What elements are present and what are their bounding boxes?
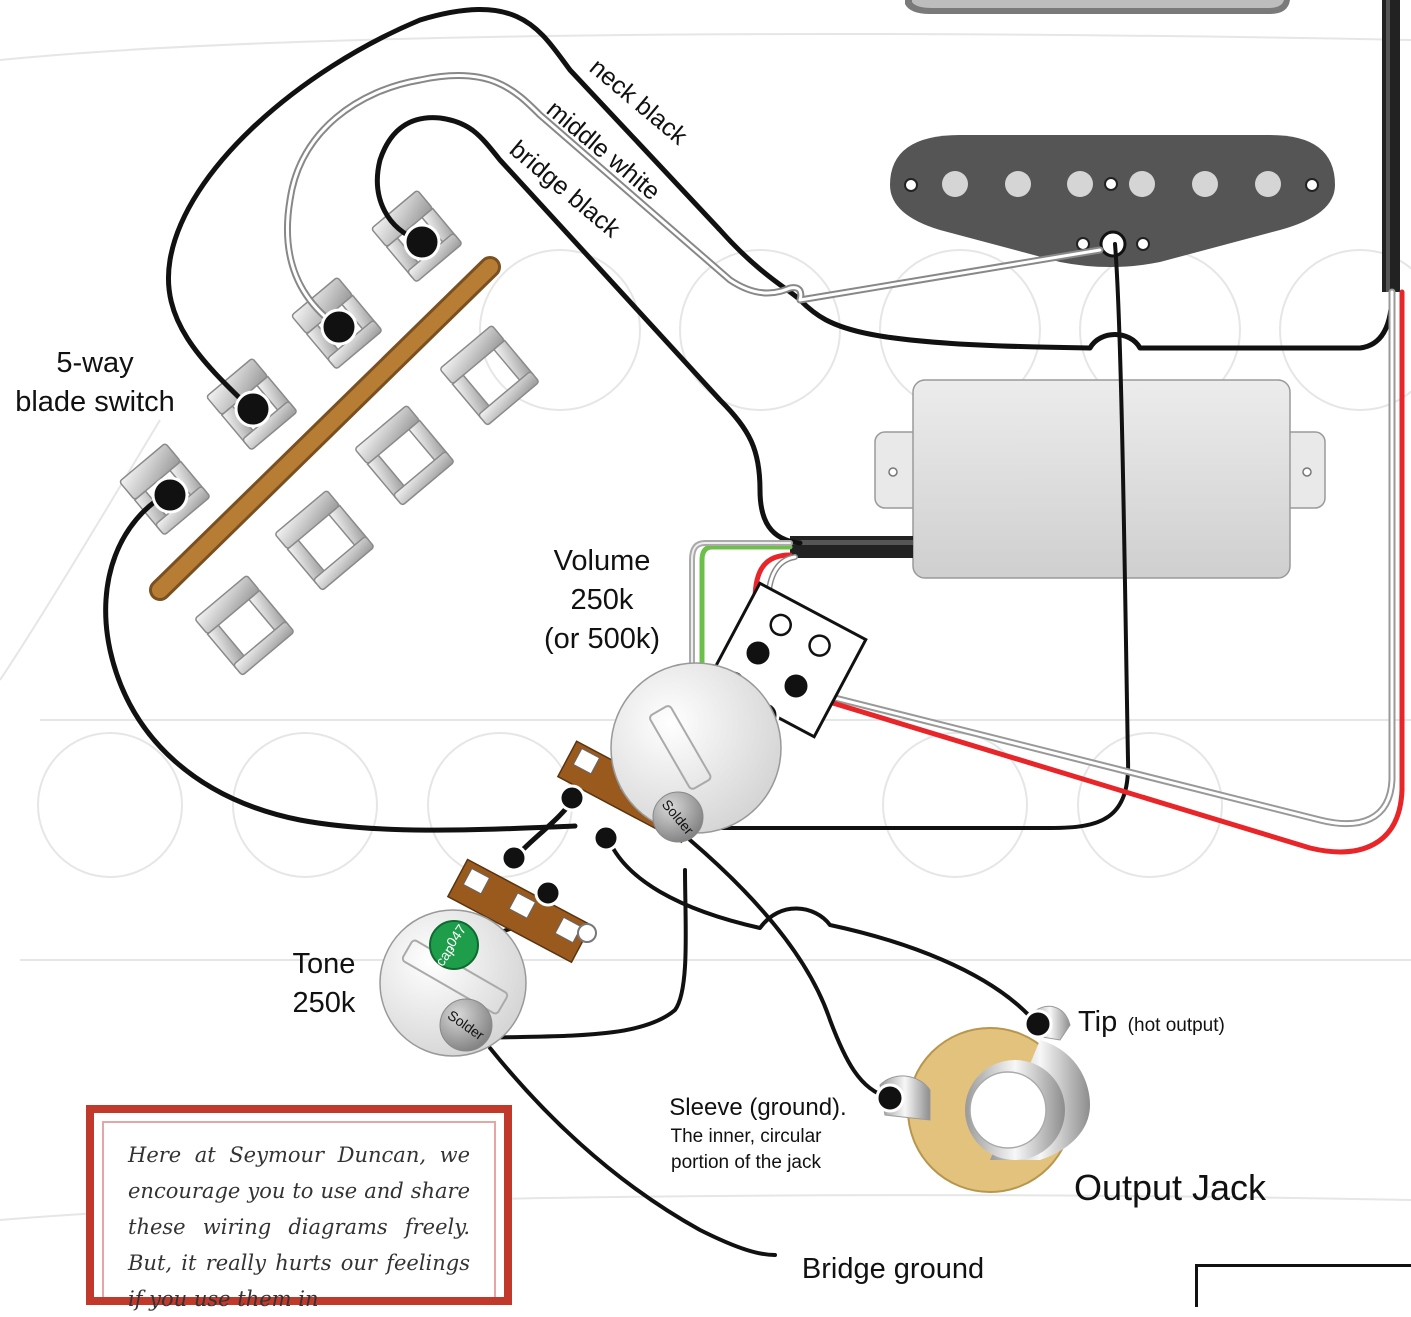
- switch-label-line1: 5-way: [56, 347, 134, 379]
- wires: [103, 7, 1405, 1257]
- output-jack: [875, 1005, 1090, 1193]
- tone-pot: .047 cap Solder: [379, 844, 597, 1057]
- blade-switch: [119, 190, 539, 676]
- volume-label-line3: (or 500k): [544, 623, 660, 655]
- tip-label-main: Tip: [1078, 1006, 1117, 1038]
- pickguard-outline: [0, 33, 1411, 1221]
- right-cable: [1382, 0, 1400, 292]
- tone-label-line1: Tone: [293, 948, 356, 980]
- sleeve-note-line1: The inner, circular: [670, 1126, 822, 1147]
- output-jack-label: Output Jack: [1074, 1167, 1267, 1208]
- volume-pot: Solder: [556, 662, 782, 852]
- tip-label-note: (hot output): [1128, 1015, 1225, 1036]
- usage-note-text: Here at Seymour Duncan, we encourage you…: [102, 1121, 496, 1311]
- volume-label-line2: 250k: [571, 584, 634, 616]
- volume-label-line1: Volume: [554, 545, 651, 577]
- sleeve-note-line2: portion of the jack: [671, 1152, 821, 1173]
- usage-note: Here at Seymour Duncan, we encourage you…: [86, 1105, 512, 1311]
- tip-label: Tip (hot output): [1078, 1006, 1225, 1038]
- bridge-ground-label: Bridge ground: [802, 1253, 984, 1285]
- single-coil-pickup: [890, 135, 1335, 267]
- switch-label-line2: blade switch: [15, 386, 175, 418]
- humbucker-pickup: [790, 379, 1326, 579]
- switch-solder-points: [151, 223, 441, 514]
- tone-label-line2: 250k: [293, 987, 356, 1019]
- sleeve-label: Sleeve (ground).: [669, 1094, 846, 1121]
- diagram-canvas: Solder .047 cap Solder: [0, 0, 1411, 1285]
